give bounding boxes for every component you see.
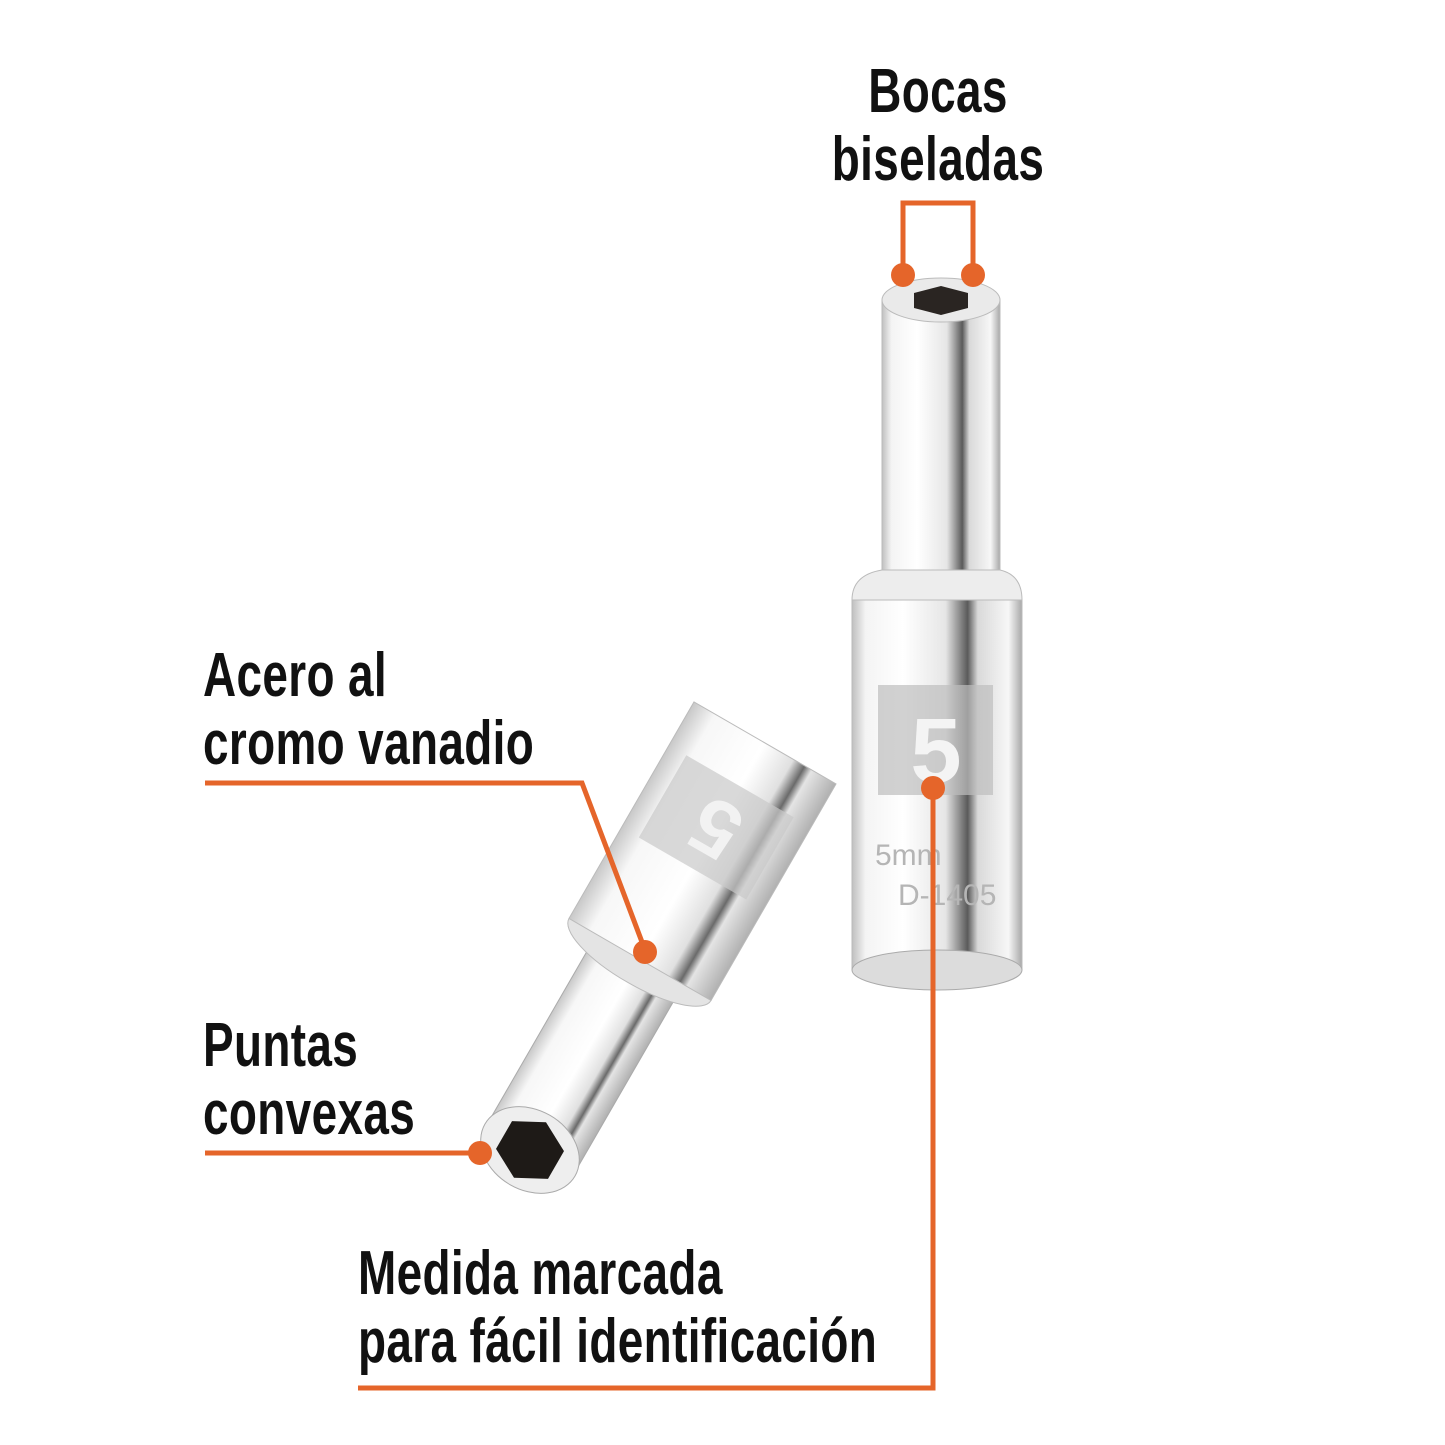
callout-bocas: Bocas biseladas: [790, 58, 1086, 194]
callout-medida: Medida marcada para fácil identificación: [358, 1240, 877, 1376]
callout-puntas-line1: Puntas: [203, 1011, 359, 1080]
callout-lines: [205, 200, 976, 1391]
callout-medida-line1: Medida marcada: [358, 1239, 723, 1308]
medida-leader: [358, 790, 936, 1391]
callout-puntas-line2: convexas: [203, 1079, 416, 1148]
hex-opening: [914, 286, 968, 315]
callout-dots: [468, 263, 985, 1165]
engraving-model: D-1405: [898, 879, 996, 912]
callout-bocas-line1: Bocas: [868, 57, 1008, 126]
callout-bocas-line2: biseladas: [831, 125, 1045, 194]
callout-acero: Acero al cromo vanadio: [203, 642, 534, 778]
hex-opening: [496, 1121, 564, 1179]
callout-puntas: Puntas convexas: [203, 1012, 415, 1148]
callout-acero-line2: cromo vanadio: [203, 709, 535, 778]
callout-medida-line2: para fácil identificación: [358, 1307, 878, 1376]
callout-acero-line1: Acero al: [203, 641, 388, 710]
acero-leader: [205, 780, 648, 951]
bocas-bracket: [900, 200, 976, 275]
upright-socket: 5 5mm D-1405: [851, 277, 1023, 991]
